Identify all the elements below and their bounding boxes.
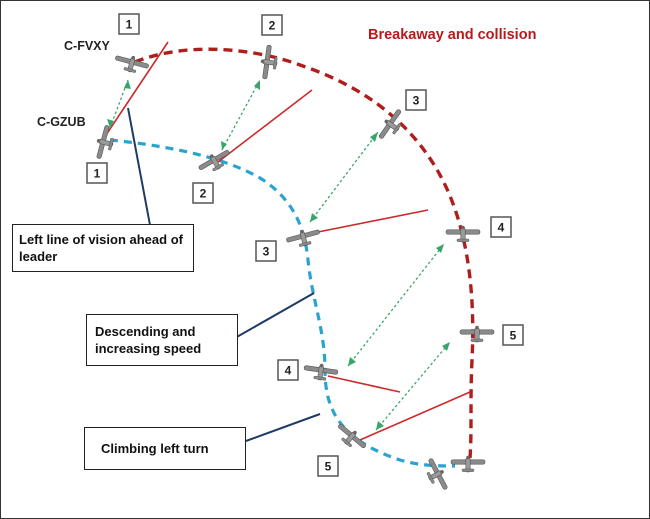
svg-text:3: 3 (263, 245, 270, 259)
sight-lines (103, 41, 471, 441)
follower-marker-1: 1 (86, 162, 108, 184)
follower-marker-3: 3 (255, 240, 277, 262)
follower-marker-5: 5 (317, 455, 339, 477)
separation-line-1 (109, 79, 129, 129)
svg-text:1: 1 (94, 167, 101, 181)
follower-aircraft-3-icon (284, 225, 323, 251)
callout-climbing-text: Climbing left turn (101, 441, 209, 456)
leader-registration-label: C-FVXY (64, 39, 111, 53)
callout-line-climbing (245, 413, 321, 442)
callout-descending: Descending and increasing speed (86, 314, 238, 366)
follower-aircraft-5-icon (332, 419, 370, 456)
svg-text:5: 5 (325, 460, 332, 474)
follower-marker-4: 4 (277, 359, 299, 381)
leader-marker-1: 1 (118, 13, 140, 35)
separation-line-3 (309, 131, 379, 223)
leader-aircraft-6-icon (450, 455, 486, 473)
callout-line-of-vision-text: Left line of vision ahead of leader (19, 232, 183, 264)
svg-text:2: 2 (200, 187, 207, 201)
svg-text:4: 4 (285, 364, 292, 378)
sight-line-1 (103, 41, 169, 139)
svg-text:3: 3 (413, 94, 420, 108)
follower-aircraft-2-icon (195, 145, 235, 178)
follower-registration-label: C-GZUB (37, 115, 86, 129)
callout-descending-text: Descending and increasing speed (95, 324, 202, 356)
sight-line-4 (327, 375, 401, 393)
separation-line-4 (347, 243, 445, 367)
separation-lines (109, 79, 451, 431)
sight-line-5 (359, 391, 471, 441)
leader-flight-path (134, 47, 475, 459)
separation-line-5 (375, 341, 451, 431)
callout-line-of-vision: Left line of vision ahead of leader (12, 224, 194, 272)
diagram-title: Breakaway and collision (368, 27, 536, 43)
follower-aircraft-6-icon (420, 455, 453, 495)
leader-aircraft-1-icon (112, 51, 151, 77)
separation-line-2 (221, 79, 261, 151)
leader-aircraft-2-icon (257, 43, 280, 81)
follower-aircraft-4-icon (302, 360, 340, 383)
callout-lines (127, 107, 321, 442)
svg-text:2: 2 (269, 19, 276, 33)
follower-marker-2: 2 (192, 182, 214, 204)
sight-line-2 (217, 89, 313, 163)
callout-line-descending (234, 292, 315, 339)
callout-line-vision (127, 107, 151, 226)
separation-arrowheads (107, 80, 450, 430)
follower-aircraft-1-icon (92, 123, 118, 162)
leader-marker-2: 2 (261, 14, 283, 36)
svg-text:1: 1 (126, 18, 133, 32)
leader-marker-3: 3 (405, 89, 427, 111)
leader-marker-4: 4 (490, 216, 512, 238)
leader-marker-5: 5 (502, 324, 524, 346)
leader-aircraft-5-icon (459, 325, 495, 343)
svg-text:5: 5 (510, 329, 517, 343)
sight-line-3 (307, 209, 429, 235)
callout-climbing: Climbing left turn (84, 427, 246, 470)
leader-aircraft-4-icon (445, 225, 481, 243)
svg-text:4: 4 (498, 221, 505, 235)
position-markers: 1 2 3 4 5 1 2 3 4 5 (86, 13, 524, 477)
follower-flight-path (109, 138, 456, 468)
